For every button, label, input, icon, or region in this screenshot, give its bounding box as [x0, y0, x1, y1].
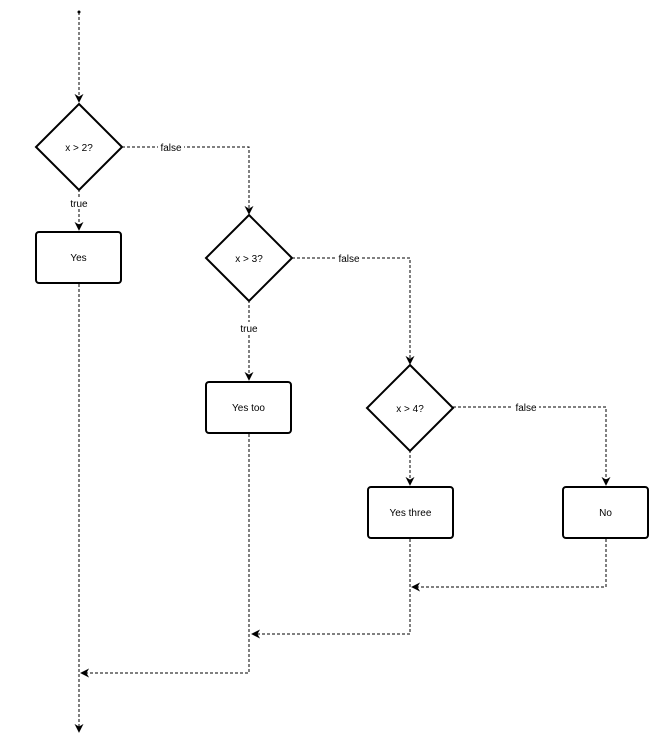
- process-label: No: [599, 508, 612, 519]
- decision-diamond-shape: [365, 363, 455, 453]
- edge-labels: false true false true false: [67, 141, 539, 414]
- edge-yes2-merge: [80, 434, 250, 678]
- process-box-shape: [562, 486, 649, 539]
- process-box-shape: [367, 486, 454, 539]
- decision-label: x > 3?: [235, 254, 263, 265]
- decision-label: x > 2?: [65, 143, 93, 154]
- decision-x-gt-2[interactable]: x > 2?: [34, 102, 124, 192]
- edge-label-c1-true: true: [70, 199, 88, 210]
- decision-label: x > 4?: [396, 404, 424, 415]
- process-box-shape: [35, 231, 122, 284]
- edge-label-c3-false: false: [515, 403, 537, 414]
- decision-x-gt-4[interactable]: x > 4?: [365, 363, 455, 453]
- process-yes[interactable]: Yes: [35, 231, 122, 284]
- process-no[interactable]: No: [562, 486, 649, 539]
- decision-diamond-shape: [34, 102, 124, 192]
- edge-cond1-false: [122, 146, 254, 215]
- edge-yes3-merge: [251, 539, 411, 639]
- edge-no-merge: [411, 539, 607, 592]
- edge-label-c2-true: true: [240, 324, 258, 335]
- process-label: Yes: [70, 253, 86, 264]
- edge-cond3-false: [453, 406, 611, 486]
- decision-diamond-shape: [204, 213, 294, 303]
- process-label: Yes too: [232, 403, 265, 414]
- edge-label-c1-false: false: [160, 143, 182, 154]
- edges: [74, 10, 611, 733]
- start-dot: [77, 10, 81, 14]
- edge-label-c2-false: false: [338, 254, 360, 265]
- process-yes-too[interactable]: Yes too: [205, 381, 292, 434]
- process-box-shape: [205, 381, 292, 434]
- process-label: Yes three: [390, 508, 432, 519]
- edge-cond2-false: [292, 257, 415, 365]
- decision-x-gt-3[interactable]: x > 3?: [204, 213, 294, 303]
- process-yes-three[interactable]: Yes three: [367, 486, 454, 539]
